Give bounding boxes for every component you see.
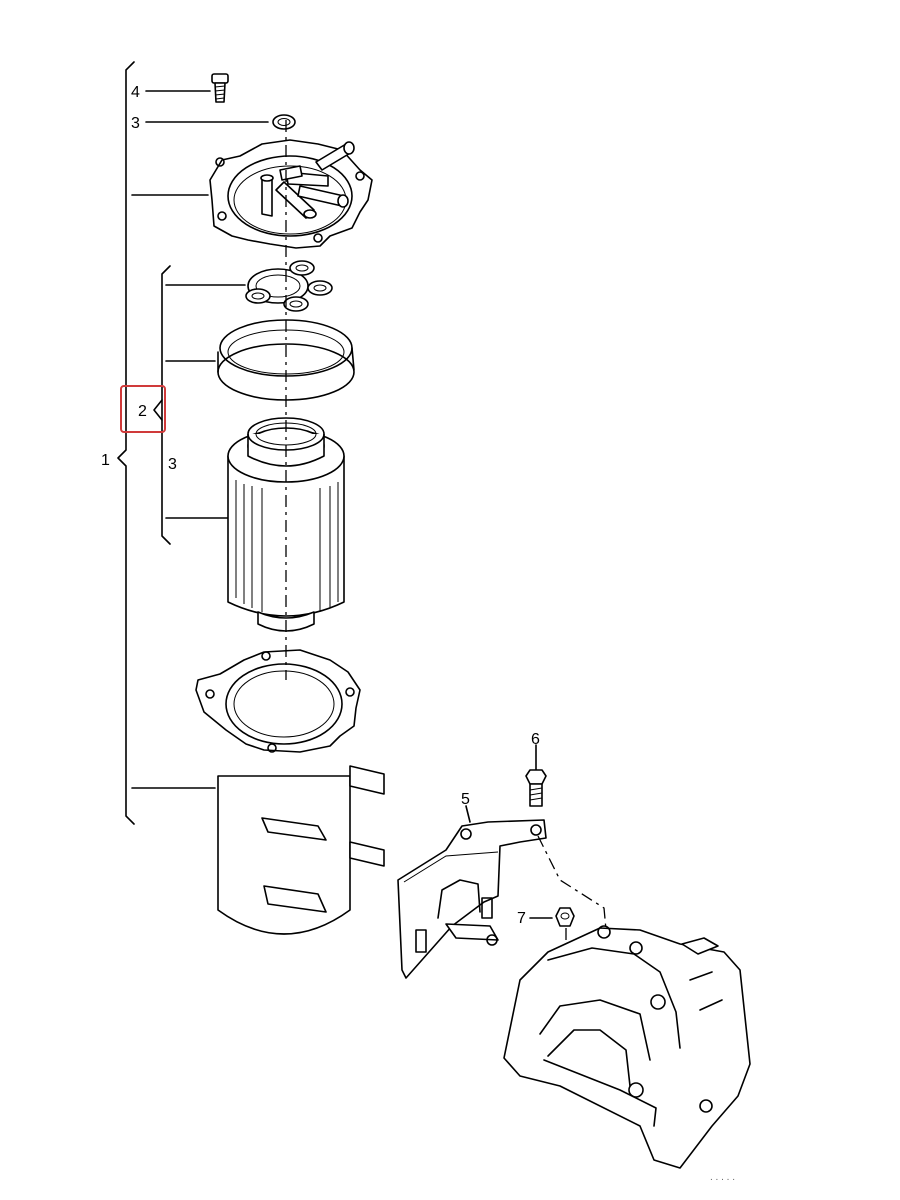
bracket-1 xyxy=(117,61,216,825)
callout-3-inner: 3 xyxy=(168,456,177,473)
callout-4: 4 xyxy=(131,84,140,101)
callout-1: 1 xyxy=(101,452,110,469)
o-ring-3 xyxy=(272,114,296,130)
screw-4 xyxy=(211,73,229,103)
mounting-bracket-5 xyxy=(397,819,547,979)
filter-housing xyxy=(195,649,385,935)
callout-7: 7 xyxy=(517,910,526,927)
callout-2: 2 xyxy=(138,403,147,420)
bracket-3 xyxy=(153,265,246,545)
callout-6: 6 xyxy=(531,731,540,748)
seal-rings xyxy=(245,260,333,312)
callout-2-highlight[interactable] xyxy=(120,385,166,433)
callout-3-top: 3 xyxy=(131,115,140,132)
engine-mount xyxy=(503,925,751,1169)
filter-lid xyxy=(209,139,373,249)
footer-mark: . . . . . xyxy=(710,1172,735,1183)
nut-7 xyxy=(529,907,575,927)
bolt-6 xyxy=(525,744,547,807)
filter-element xyxy=(227,417,345,632)
callout-5: 5 xyxy=(461,791,470,808)
